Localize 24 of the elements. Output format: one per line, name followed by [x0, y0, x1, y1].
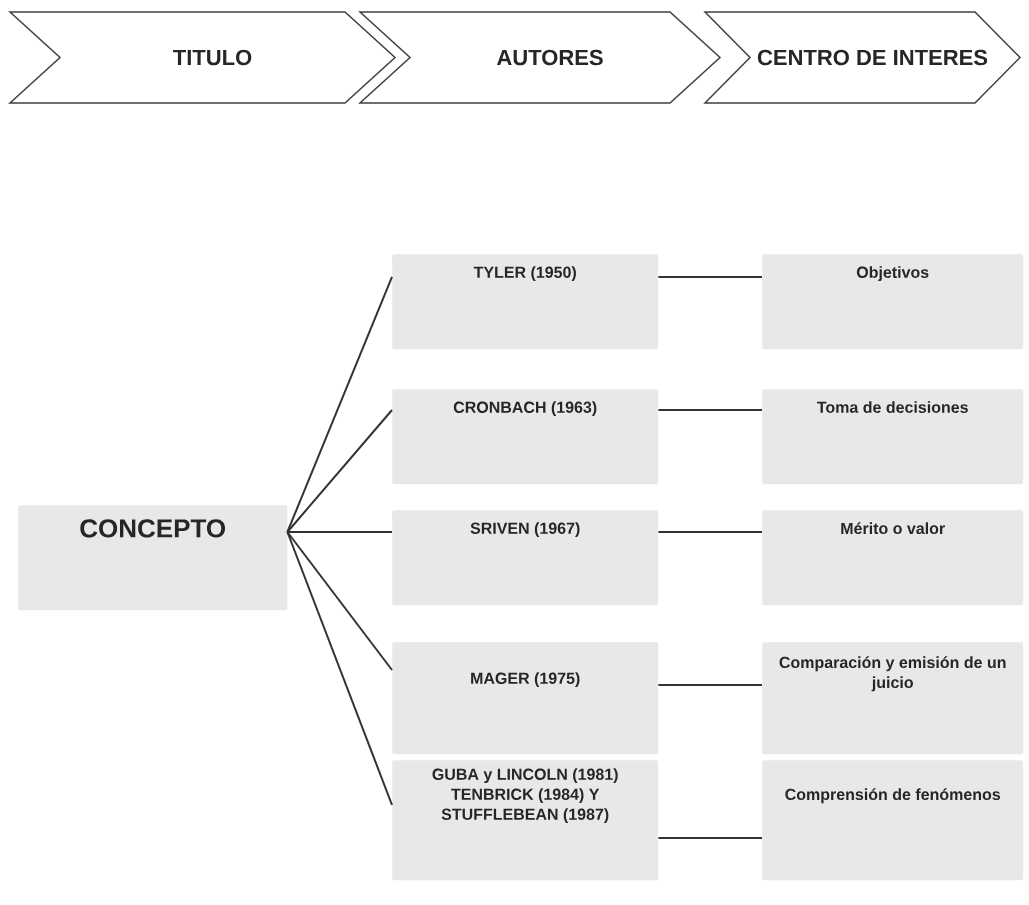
connector-line: [657, 684, 763, 686]
chevron-box: AUTORES: [358, 11, 722, 104]
text-box: SRIVEN (1967): [392, 510, 659, 606]
text-box: CONCEPTO: [18, 505, 288, 611]
connector-line: [286, 531, 393, 671]
chevron-box: TITULO: [8, 11, 397, 104]
connector-line: [286, 276, 393, 533]
text-box: Comparación y emisión de un juicio: [762, 642, 1024, 755]
text-box: Comprensión de fenómenos: [762, 760, 1024, 881]
chevron-box: CENTRO DE INTERES: [703, 11, 1022, 104]
connector-line: [286, 409, 393, 533]
text-box: Objetivos: [762, 254, 1024, 350]
connector-line: [286, 531, 393, 806]
text-box: GUBA y LINCOLN (1981) TENBRICK (1984) Y STUFFLEBEAN (1987): [392, 760, 659, 881]
text-box: MAGER (1975): [392, 642, 659, 755]
connector-line: [657, 276, 763, 278]
connector-line: [657, 531, 763, 533]
connector-line: [286, 531, 393, 533]
text-box: TYLER (1950): [392, 254, 659, 350]
connector-line: [657, 837, 763, 839]
text-box: CRONBACH (1963): [392, 389, 659, 485]
text-box: Toma de decisiones: [762, 389, 1024, 485]
text-box: Mérito o valor: [762, 510, 1024, 606]
connector-line: [657, 409, 763, 411]
